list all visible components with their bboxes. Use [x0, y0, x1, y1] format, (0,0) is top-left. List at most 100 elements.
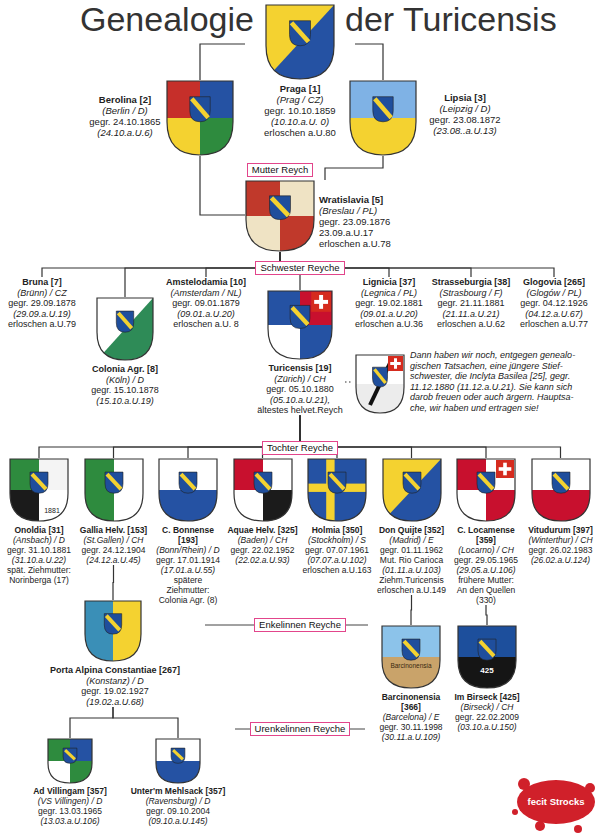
entry-detail: (Amsterdam / NL): [165, 288, 247, 299]
entry-detail: (Zürich) / CH: [255, 374, 345, 385]
title-text: der Turicensis: [345, 0, 557, 39]
entry-detail: Ziehm.Turicensis: [376, 575, 448, 585]
coat-of-arms: [307, 458, 367, 522]
fraternity-entry: Turicensis [19](Zürich) / CHgegr. 05.10.…: [255, 290, 345, 416]
entry-detail: (Leipzig / D): [422, 103, 508, 114]
generation-text: Mutter Reych: [252, 164, 309, 176]
coat-of-arms: [84, 600, 142, 662]
entry-name: Aquae Helv. [325]: [227, 525, 299, 535]
entry-detail: Dann haben wir noch, entgegen genealo- g…: [410, 350, 592, 413]
entry-name: Amstelodamia [10]: [165, 277, 247, 288]
entry-detail: (09.01.a.U.20): [350, 309, 428, 320]
entry-detail: erloschen a.U.62: [430, 319, 512, 330]
entry-name: Holmia [350]: [301, 525, 373, 535]
entry-detail: (26.02.a.U.124): [525, 555, 597, 565]
entry-name: C. Locamense [359]: [450, 525, 522, 545]
entry-detail: gegr. 10.10.1859: [245, 105, 355, 116]
entry-detail: (Ansbach) / D: [3, 535, 75, 545]
generation-label: Enkelinnen Reyche: [254, 618, 346, 632]
entry-detail: gegr. 07.07.1961: [301, 545, 373, 555]
entry-text: Onoldia [31](Ansbach) / Dgegr. 31.10.188…: [3, 458, 75, 585]
entry-detail: gegr. 23.08.1872: [422, 114, 508, 125]
coat-of-arms: [9, 458, 69, 522]
entry-detail: (St.Gallen) / CH: [78, 535, 150, 545]
fraternity-entry: Barcinonensia [366](Barcelona) / Egegr. …: [371, 625, 451, 742]
entry-detail: An den Quellen (330): [450, 585, 522, 605]
entry-text: Holmia [350](Stockholm) / Sgegr. 07.07.1…: [301, 458, 373, 575]
entry-detail: (10.10.a.U. 0): [245, 116, 355, 127]
entry-detail: (24.12.a.U.45): [78, 555, 150, 565]
fraternity-entry: C. Locamense [359](Locarno) / CHgegr. 29…: [450, 458, 522, 605]
entry-detail: (Legnica / PL): [350, 288, 428, 299]
entry-detail: gegr. 17.01.1914: [152, 555, 224, 565]
entry-detail: erloschen a.U.163: [301, 565, 373, 575]
entry-detail: (Baden) / CH: [227, 535, 299, 545]
entry-detail: (05.10.a.U.21),: [255, 395, 345, 406]
entry-detail: erloschen a.U.36: [350, 319, 428, 330]
entry-detail: gegr. 29.05.1965: [450, 555, 522, 565]
entry-detail: (Birseck) / CH: [450, 702, 524, 712]
entry-detail: gegr. 04.12.1926: [514, 298, 594, 309]
entry-name: Im Birseck [425]: [450, 692, 524, 702]
coat-of-arms: [166, 80, 234, 156]
entry-name: C. Bonnense [193]: [152, 525, 224, 545]
coat-of-arms: [267, 290, 333, 360]
entry-detail: erloschen a.U.78: [319, 238, 425, 249]
lineage-line: [200, 44, 245, 80]
entry-name: Lignicia [37]: [350, 277, 428, 288]
entry-detail: (15.10.a.U.19): [80, 396, 170, 407]
entry-detail: Norinberga (17): [3, 575, 75, 585]
entry-detail: (13.03.a.U.106): [20, 816, 120, 826]
entry-name: Vitudurum [397]: [525, 525, 597, 535]
coat-of-arms: [531, 458, 591, 522]
entry-text: Aquae Helv. [325](Baden) / CHgegr. 22.02…: [227, 458, 299, 565]
entry-detail: (VS Villingen) / D: [20, 796, 120, 806]
generation-text: Enkelinnen Reyche: [259, 619, 341, 631]
entry-detail: frühere Mutter:: [450, 575, 522, 585]
entry-text: Colonia Agr. [8](Köln) / Dgegr. 15.10.18…: [80, 297, 170, 406]
fraternity-entry: C. Bonnense [193](Bonn/Rhein) / Dgegr. 1…: [152, 458, 224, 605]
entry-name: Strasseburgia [38]: [430, 277, 512, 288]
entry-detail: (Winterthur) / CH: [525, 535, 597, 545]
entry-detail: (09.01.a.U.20): [165, 309, 247, 320]
generation-text: Tochter Reyche: [267, 442, 333, 454]
entry-detail: Mut. Rio Carioca: [376, 555, 448, 565]
entry-name: Bruna [7]: [2, 277, 82, 288]
coat-of-arms: [265, 4, 335, 80]
fraternity-entry: Im Birseck [425](Birseck) / CHgegr. 22.0…: [450, 625, 524, 732]
title-text: Genealogie: [80, 0, 254, 39]
fraternity-entry: Unter'm Mehlsack [357](Ravensburg) / Dge…: [118, 738, 238, 826]
entry-detail: (31.10.a.U.22): [3, 555, 75, 565]
entry-text: Lignicia [37](Legnica / PL)gegr. 19.02.1…: [350, 277, 428, 330]
entry-text: Bruna [7](Brünn) / CZgegr. 29.09.1878(29…: [2, 277, 82, 330]
entry-detail: (23.08..a.U.13): [422, 125, 508, 136]
entry-text: C. Bonnense [193](Bonn/Rhein) / Dgegr. 1…: [152, 458, 224, 605]
fraternity-entry: Bruna [7](Brünn) / CZgegr. 29.09.1878(29…: [2, 277, 82, 330]
generation-label: Mutter Reych: [247, 163, 314, 177]
lineage-line: [355, 44, 383, 80]
entry-name: Berolina [2]: [85, 94, 165, 105]
fraternity-entry: Lignicia [37](Legnica / PL)gegr. 19.02.1…: [350, 277, 428, 330]
entry-detail: (Brünn) / CZ: [2, 288, 82, 299]
fraternity-entry: Colonia Agr. [8](Köln) / Dgegr. 15.10.18…: [80, 297, 170, 406]
entry-text: Glogovia [265](Glogów / PL)gegr. 04.12.1…: [514, 277, 594, 330]
fraternity-entry: Holmia [350](Stockholm) / Sgegr. 07.07.1…: [301, 458, 373, 575]
entry-detail: (Prag / CZ): [245, 94, 355, 105]
entry-detail: (Köln) / D: [80, 375, 170, 386]
dotted-connector: [345, 381, 352, 382]
entry-text: Barcinonensia [366](Barcelona) / Egegr. …: [371, 625, 451, 742]
entry-text: Dann haben wir noch, entgegen genealo- g…: [410, 350, 592, 413]
coat-of-arms: [84, 458, 144, 522]
entry-detail: gegr. 15.10.1878: [80, 385, 170, 396]
entry-detail: gegr. 31.10.1881: [3, 545, 75, 555]
coat-of-arms: [381, 625, 441, 689]
fraternity-entry: Wratislavia [5](Breslau / PL)gegr. 23.09…: [245, 180, 425, 252]
entry-text: Berolina [2](Berlin / D)gegr. 24.10.1865…: [85, 80, 165, 138]
entry-name: Gallia Helv. [153]: [78, 525, 150, 535]
lineage-line: [70, 707, 113, 738]
entry-name: Barcinonensia [366]: [371, 692, 451, 712]
fraternity-entry: Vitudurum [397](Winterthur) / CHgegr. 26…: [525, 458, 597, 565]
entry-detail: (Strasbourg / F): [430, 288, 512, 299]
entry-text: Turicensis [19](Zürich) / CHgegr. 05.10.…: [255, 290, 345, 416]
entry-name: Colonia Agr. [8]: [80, 364, 170, 375]
